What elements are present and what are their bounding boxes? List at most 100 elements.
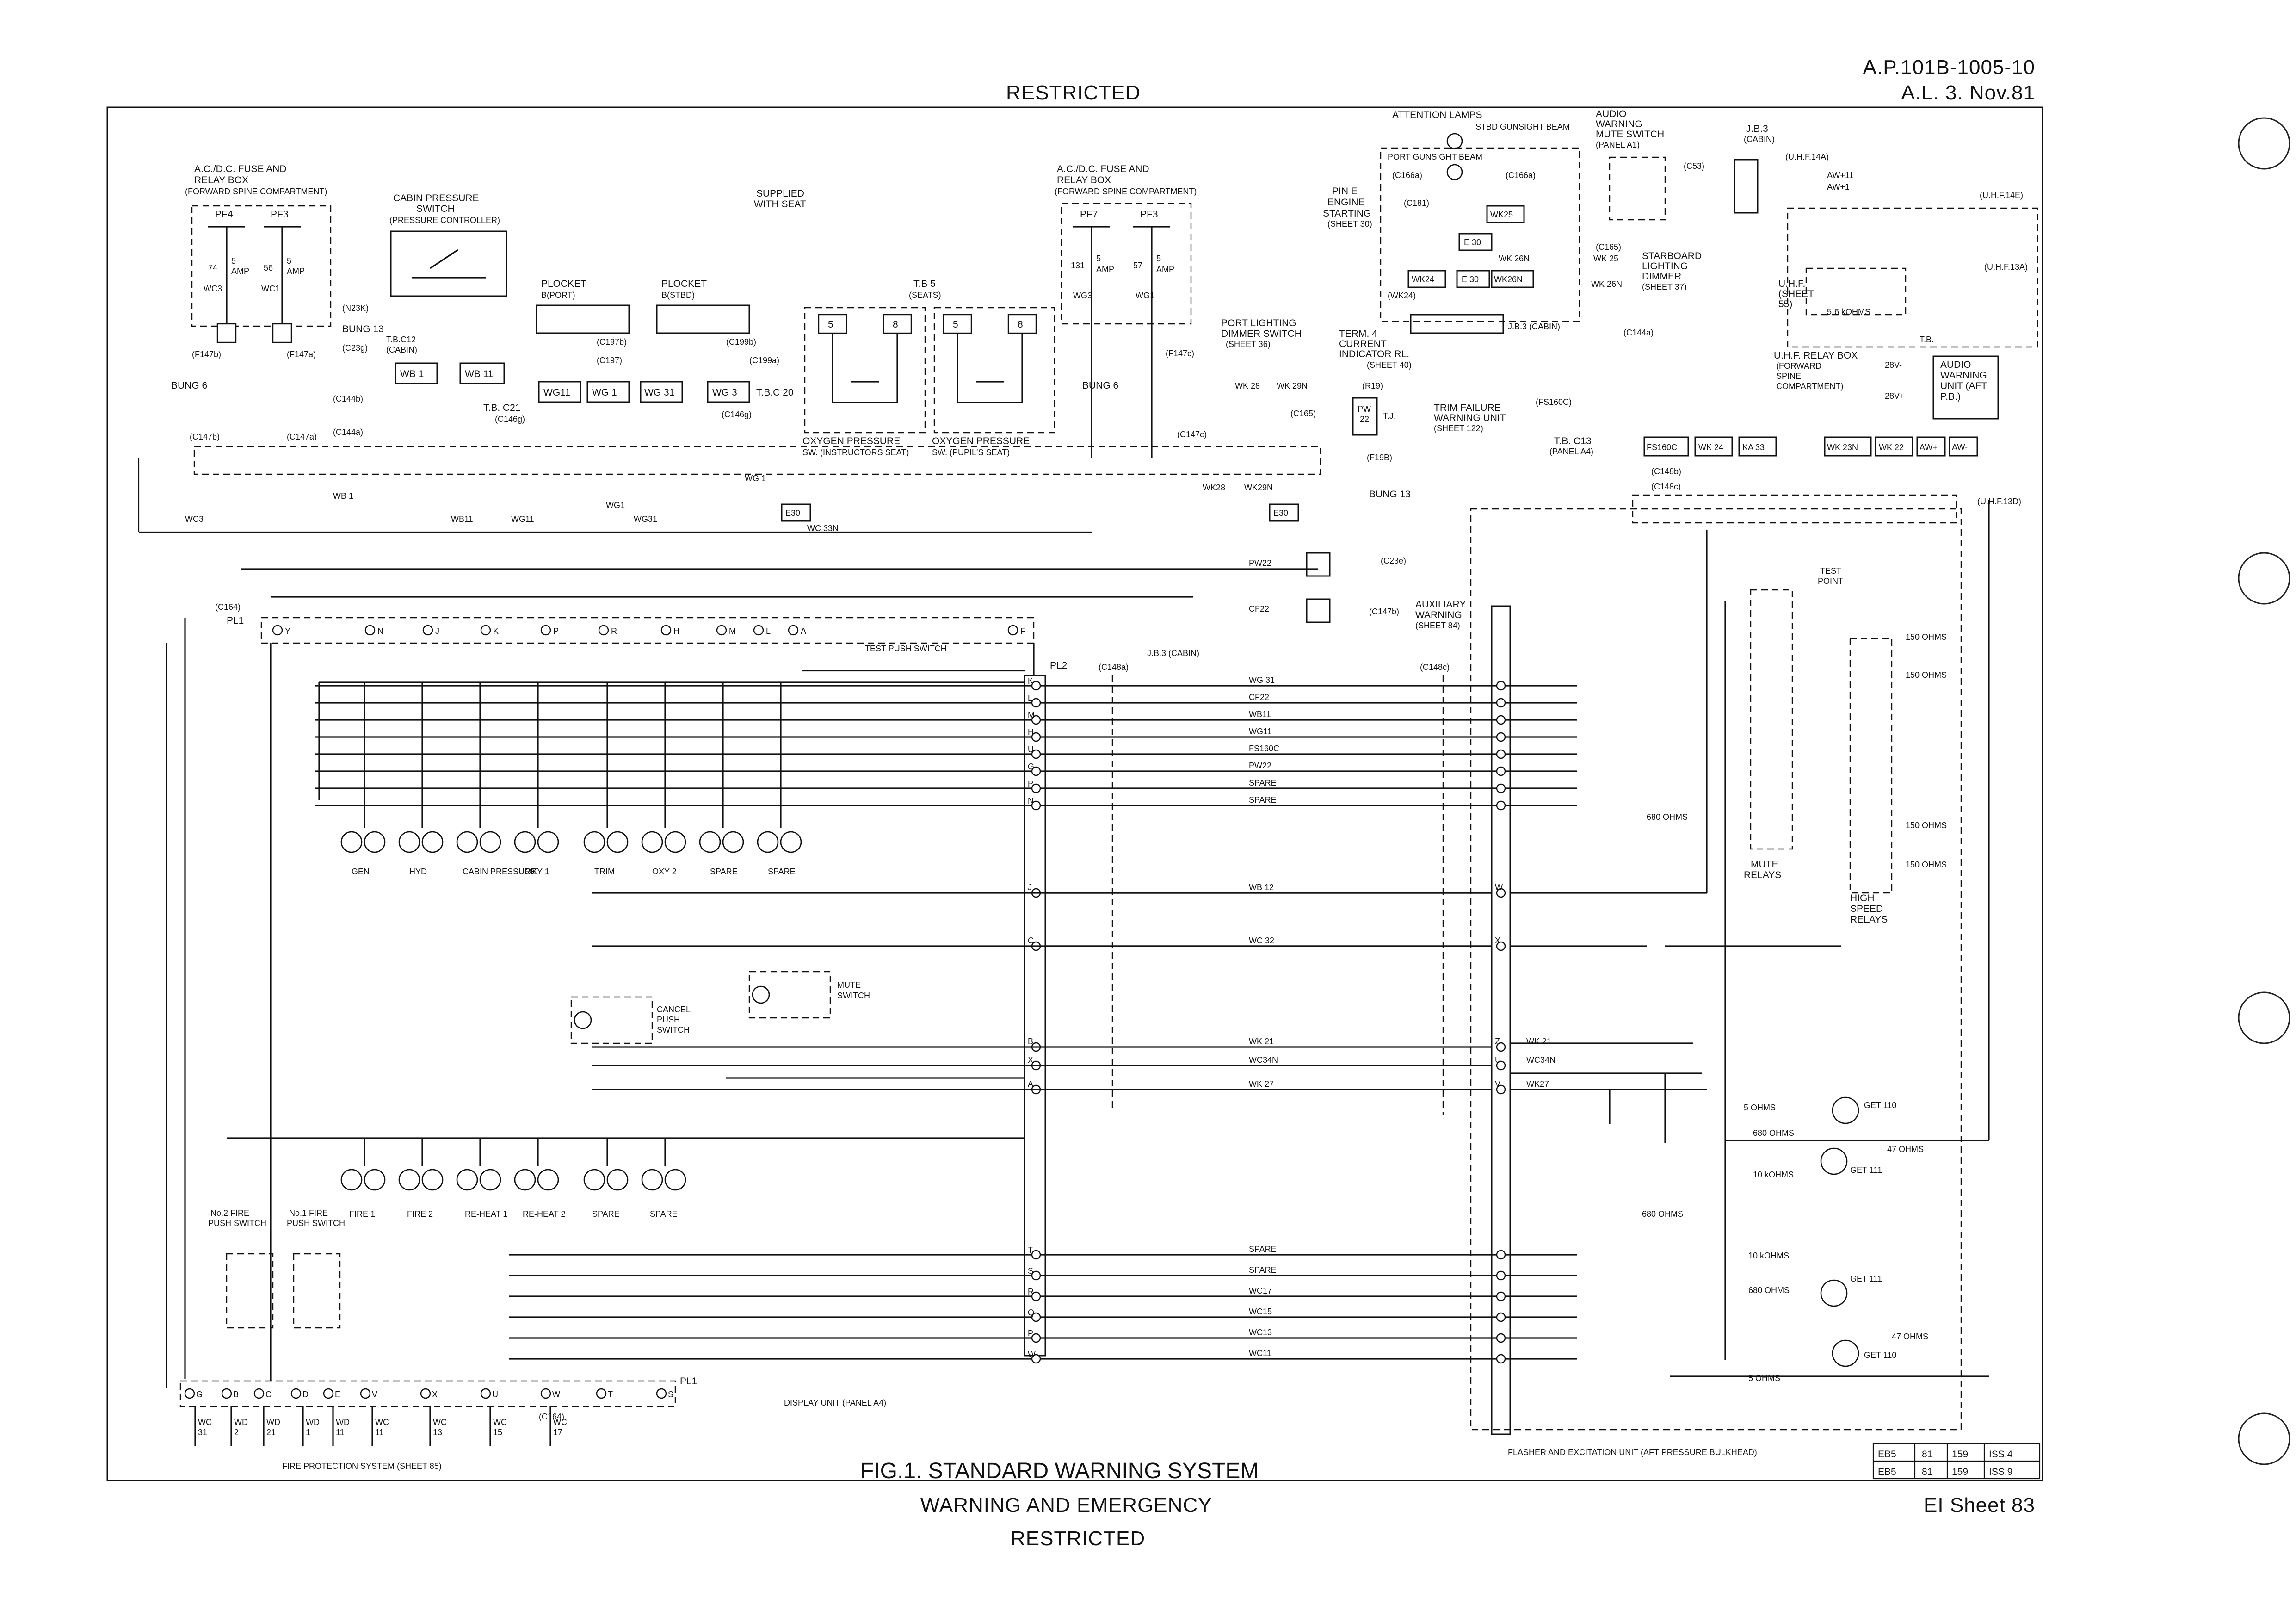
pl1-pin <box>598 625 609 636</box>
tb-label: T.B. <box>1920 335 1934 344</box>
pl1-pin <box>540 625 551 636</box>
pin-label: Y <box>285 626 290 636</box>
transistor-label: GET 110 <box>1864 1101 1896 1110</box>
starboard-dimmer-label: (SHEET 37) <box>1642 282 1687 291</box>
warning-lamp-icon <box>340 831 363 853</box>
fire-wire-label: WC <box>433 1418 447 1427</box>
resistor-label: 5 OHMS <box>1744 1103 1776 1112</box>
transistor-get111 <box>1820 1147 1848 1175</box>
fire-lamp-icon <box>537 1169 559 1191</box>
svg-text:PF3: PF3 <box>1140 209 1158 220</box>
port-lighting-label: PORT LIGHTING <box>1221 318 1296 328</box>
terminal-label: WK25 <box>1490 210 1513 219</box>
test-point-label: TEST <box>1820 566 1841 576</box>
svg-text:WK 24: WK 24 <box>1698 443 1723 452</box>
svg-text:AW+: AW+ <box>1920 443 1938 452</box>
bus-wire-label: FS160C <box>1249 744 1279 753</box>
fire-wire-label: 31 <box>198 1428 207 1437</box>
audio-mute-label: MUTE SWITCH <box>1596 129 1664 140</box>
ref-label: (C197) <box>597 356 622 365</box>
transistor-label: GET 111 <box>1850 1165 1882 1175</box>
warning-lamp-icon <box>537 831 559 853</box>
lamp-icon <box>752 985 770 1004</box>
pin-label: B <box>233 1390 239 1399</box>
pl1-pin <box>660 625 672 636</box>
wire-label: CF22 <box>1249 604 1269 613</box>
ref-label: (C199b) <box>726 337 756 347</box>
ref-label: (C199a) <box>749 356 779 365</box>
ref-label: (C53) <box>1684 161 1704 171</box>
tb5-label: (SEATS) <box>909 291 941 300</box>
pl1-pin <box>540 1388 551 1399</box>
flasher-excitation-unit <box>1470 508 1962 1431</box>
ref-label: (N23K) <box>342 304 369 313</box>
pin-label: W <box>1028 1350 1036 1359</box>
ref-label: (C147b) <box>1369 607 1399 616</box>
warning-lamp-icon <box>364 831 386 853</box>
transistor-label: GET 111 <box>1850 1274 1882 1283</box>
pin-label: B <box>1028 1037 1033 1046</box>
jb3-top-label: J.B.3 <box>1746 124 1768 134</box>
svg-text:5: 5 <box>828 319 833 330</box>
cancel-push-label: SWITCH <box>657 1025 690 1035</box>
wiring-runs <box>138 458 1990 1388</box>
terminal-label: WG11 <box>543 387 570 398</box>
ref-label: (U.H.F.13D) <box>1977 497 2021 506</box>
terminal-label: E 30 <box>1464 238 1481 247</box>
terminal-wg1 <box>586 381 630 403</box>
fire-wire-label: WD <box>336 1418 350 1427</box>
warning-lamp-icon <box>757 831 779 853</box>
issue-cell: 81 <box>1922 1467 1932 1477</box>
port-lighting-label: (SHEET 36) <box>1226 340 1271 349</box>
pl1-pin <box>656 1388 667 1399</box>
display-unit-label: DISPLAY UNIT (PANEL A4) <box>784 1398 886 1407</box>
cancel-push-label: PUSH <box>657 1015 680 1024</box>
ref-label: (C147c) <box>1177 430 1207 439</box>
diagram-frame <box>106 106 2043 1481</box>
pin-label: U <box>492 1390 498 1399</box>
wire-label: PW22 <box>1249 558 1271 568</box>
pl2-pin <box>1031 732 1041 742</box>
fire-wire-label: 2 <box>234 1428 239 1437</box>
svg-text:RELAY BOX: RELAY BOX <box>194 175 248 186</box>
flasher-pin <box>1496 766 1506 776</box>
fire-wire-label: WC <box>375 1418 389 1427</box>
pl1-bottom-strip <box>179 1380 676 1407</box>
binder-hole <box>2238 1412 2290 1465</box>
fire-lamp-icon <box>664 1169 686 1191</box>
ref-label: (C148a) <box>1099 663 1129 672</box>
pin-label: C <box>265 1390 272 1399</box>
pin-label: V <box>372 1390 377 1399</box>
ref-label: (C148c) <box>1651 482 1681 491</box>
resistor-label: 10 kOHMS <box>1748 1251 1789 1260</box>
svg-text:57: 57 <box>1133 261 1142 270</box>
wire-label: WG 1 <box>745 474 766 483</box>
bus-wire-label: WK27 <box>1526 1079 1549 1089</box>
fire-lamp-icon <box>398 1169 420 1191</box>
jb3-strip <box>1410 314 1504 334</box>
pl2-label: PL2 <box>1050 660 1067 671</box>
oxygen-pressure-switch-pupil: 5 8 OXYGEN PRESSURE SW. (PUPIL'S SEAT) <box>932 307 1055 457</box>
bus-wire-label: SPARE <box>1249 778 1277 787</box>
pin-label: T <box>1028 1245 1033 1255</box>
pl1-label: PL1 <box>227 615 244 626</box>
warning-lamp-icon <box>699 831 721 853</box>
pl2-pin <box>1031 1250 1041 1260</box>
pl1-pin <box>1007 625 1018 636</box>
pl1-pin <box>753 625 764 636</box>
fire-lamp-icon <box>364 1169 386 1191</box>
terminal-wk24 <box>1407 270 1446 288</box>
pin-label: P <box>1028 1329 1033 1338</box>
pl1-pin <box>290 1388 302 1399</box>
ref-label: (U.H.F.13A) <box>1984 262 2028 272</box>
flasher-pin <box>1496 941 1506 951</box>
pl1-pin <box>596 1388 607 1399</box>
svg-text:5: 5 <box>1156 254 1161 263</box>
ref-label: (C165) <box>1290 409 1316 418</box>
pin-label: Q <box>1028 1308 1034 1317</box>
ref-label: (C146g) <box>495 415 525 424</box>
svg-text:PF4: PF4 <box>215 209 233 220</box>
ref-label: (R19) <box>1362 381 1383 390</box>
